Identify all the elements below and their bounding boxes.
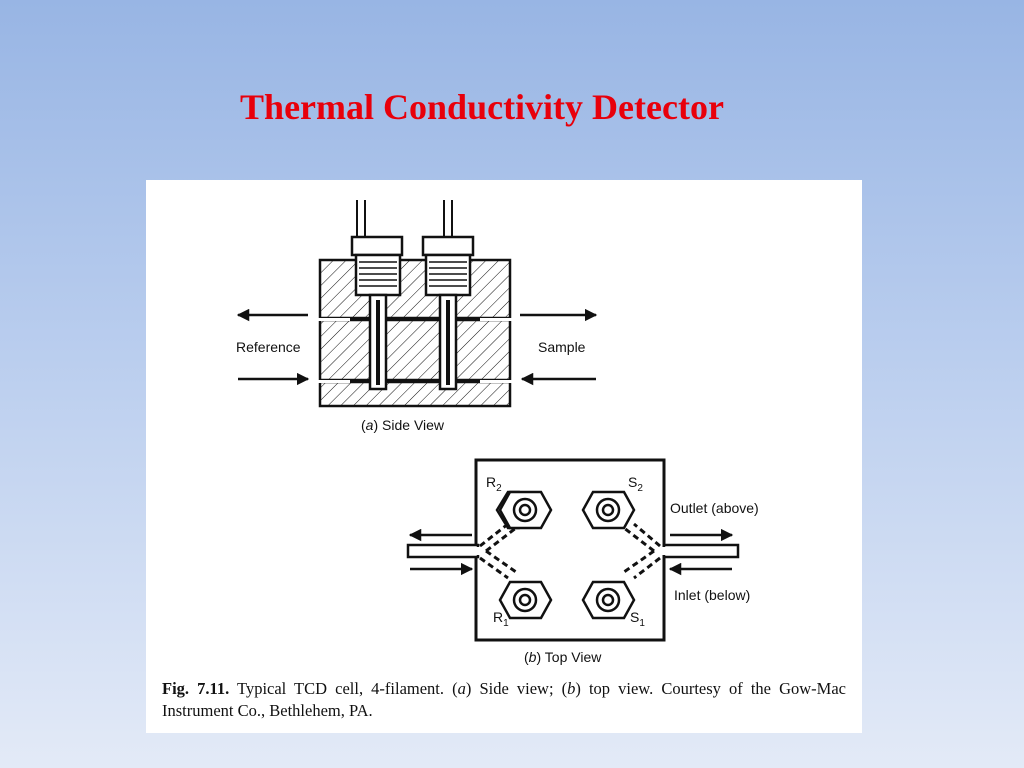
figure-caption: Fig. 7.11. Typical TCD cell, 4-filament.… [162,678,846,722]
figure-panel: Reference Sample (a) Side View [146,180,862,733]
tcd-diagram: Reference Sample (a) Side View [236,200,759,665]
side-view-caption: (a) Side View [361,417,445,433]
outlet-label: Outlet (above) [670,500,759,516]
port-label-s2: S2 [628,474,643,494]
port-s2-nut [581,490,636,530]
sample-label: Sample [538,339,586,355]
cell-block [304,258,526,408]
caption-part1: Typical TCD cell, 4-filament. ( [237,679,458,698]
inlet-label: Inlet (below) [674,587,750,603]
side-view [236,200,598,408]
slide-title: Thermal Conductivity Detector [240,87,724,127]
caption-part3: ) top view. Courtesy of the Gow-Mac Inst… [162,679,846,720]
cell-top-outline [474,458,666,642]
reference-filament [350,200,404,391]
port-r1-nut [498,580,553,620]
internal-channels [479,522,661,580]
port-r2-nut [495,490,553,530]
caption-b: b [567,679,576,698]
port-label-r1: R1 [493,609,509,629]
caption-a: a [457,679,466,698]
port-label-s1: S1 [630,609,645,629]
top-view-caption: (b) Top View [524,649,602,665]
caption-lead: Fig. 7.11. [162,679,230,698]
port-s1-nut [581,580,636,620]
port-label-r2: R2 [486,474,502,494]
caption-part2: ) Side view; ( [465,679,568,698]
sample-filament [421,200,475,391]
top-view [406,458,740,642]
reference-label: Reference [236,339,301,355]
